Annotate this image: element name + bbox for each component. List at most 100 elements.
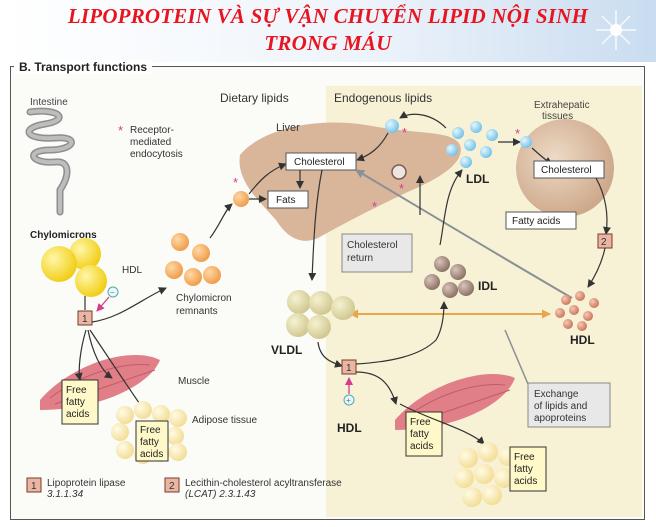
liver-fats-box bbox=[267, 190, 309, 209]
label-ffa-adipose-right-1: Free bbox=[514, 452, 535, 463]
label-intestine: Intestine bbox=[30, 97, 68, 108]
slide-title-line-2: TRONG MÁU bbox=[264, 31, 392, 55]
arrow-cholesterol-return bbox=[355, 169, 573, 299]
arrow-ldl-into-liver bbox=[356, 132, 389, 162]
legend-badge-2-number: 2 bbox=[169, 481, 175, 492]
liver-cholesterol-box bbox=[285, 152, 357, 171]
label-receptor-1: Receptor- bbox=[130, 125, 174, 136]
vldl-particles bbox=[286, 290, 355, 339]
idl-particles bbox=[424, 256, 474, 298]
label-exchange-3: apoproteins bbox=[534, 413, 586, 424]
figure-section-title: B. Transport functions bbox=[14, 60, 153, 74]
label-ldl: LDL bbox=[466, 172, 489, 186]
label-liver-fats: Fats bbox=[276, 195, 295, 206]
label-ffa-right-2: fatty bbox=[410, 429, 429, 440]
enzyme-badge-lpl-right bbox=[341, 359, 357, 375]
hdl-particles bbox=[555, 291, 599, 331]
slide-header: LIPOPROTEIN VÀ SỰ VẬN CHUYỂN LIPID NỘI S… bbox=[0, 0, 656, 62]
fatty-acids-box bbox=[505, 211, 577, 230]
chylomicron-particles bbox=[41, 238, 107, 297]
hdl-minus-symbol bbox=[107, 286, 119, 298]
arrow-cholesterol-to-lcat bbox=[595, 177, 611, 235]
label-muscle: Muscle bbox=[178, 376, 210, 387]
label-fatty-acids: Fatty acids bbox=[512, 216, 560, 227]
exchange-pointer-line bbox=[504, 329, 529, 385]
arrow-to-adipose-right bbox=[399, 403, 485, 445]
ffa-callout-adipose-right bbox=[509, 446, 547, 492]
label-ffa-left-1: Free bbox=[66, 385, 87, 396]
enzyme-badge-lpl-right-number: 1 bbox=[346, 363, 352, 374]
label-chylomicron-remnants-1: Chylomicron bbox=[176, 293, 232, 304]
hdl-plus-symbol bbox=[343, 394, 355, 406]
remnant-particle-liver bbox=[233, 191, 249, 207]
enzyme-badge-lpl-left-number: 1 bbox=[82, 314, 88, 325]
label-ffa-adipose-right-2: fatty bbox=[514, 464, 533, 475]
label-ffa-adipose-left-2: fatty bbox=[140, 437, 159, 448]
label-exchange-1: Exchange bbox=[534, 389, 579, 400]
hdl-plus-sign: + bbox=[346, 396, 351, 405]
asterisk-legend: * bbox=[118, 123, 123, 138]
arrow-lpl-to-ffa-right bbox=[355, 371, 398, 405]
cholesterol-return-callout bbox=[341, 233, 413, 273]
ffa-callout-adipose-left bbox=[135, 420, 169, 462]
hdl-particle-at-liver bbox=[391, 164, 407, 180]
label-liver: Liver bbox=[276, 122, 300, 134]
legend-badge-2 bbox=[164, 477, 180, 493]
ffa-callout-left bbox=[61, 379, 99, 425]
label-cholesterol-return-2: return bbox=[347, 253, 373, 264]
heading-extrahepatic-1: Extrahepatic bbox=[534, 100, 590, 111]
arrow-liver-to-vldl bbox=[308, 169, 323, 281]
label-ffa-right-1: Free bbox=[410, 417, 431, 428]
arrow-idl-to-ldl bbox=[439, 169, 463, 246]
label-ffa-adipose-left-3: acids bbox=[140, 449, 163, 460]
label-cholesterol-return-1: Cholesterol bbox=[347, 240, 398, 251]
enzyme-badge-lpl-left bbox=[77, 310, 93, 326]
asterisk-remnant-uptake: * bbox=[233, 175, 238, 190]
tissue-cholesterol-box bbox=[533, 160, 605, 179]
asterisk-liver-bottom: * bbox=[372, 199, 377, 214]
slide-title-line-1: LIPOPROTEIN VÀ SỰ VẬN CHUYỂN LIPID NỘI S… bbox=[67, 4, 589, 28]
label-chylomicron-remnants-2: remnants bbox=[176, 306, 218, 317]
arrow-lpl-to-ffa-left bbox=[74, 329, 87, 381]
label-idl: IDL bbox=[478, 279, 497, 293]
enzyme-badge-lcat-number: 2 bbox=[601, 237, 607, 248]
label-adipose: Adipose tissue bbox=[192, 415, 257, 426]
arrow-remnants-to-liver bbox=[209, 203, 233, 239]
legend-badge-1 bbox=[26, 477, 42, 493]
arrow-lcat-to-hdl bbox=[587, 247, 606, 288]
label-ffa-adipose-right-3: acids bbox=[514, 476, 537, 487]
exchange-callout bbox=[527, 382, 611, 428]
arrow-ldl-pool-to-liver bbox=[399, 110, 447, 129]
legend-item-1-name: Lipoprotein lipase bbox=[47, 478, 126, 489]
label-vldl: VLDL bbox=[271, 343, 302, 357]
arrow-remnant-to-cholesterol bbox=[248, 162, 287, 195]
label-chylomicrons: Chylomicrons bbox=[30, 230, 97, 241]
arrow-lpl-to-remnants bbox=[91, 287, 167, 323]
legend-item-2-code: (LCAT) 2.3.1.43 bbox=[185, 489, 256, 500]
legend-item-1-code: 3.1.1.34 bbox=[47, 489, 84, 500]
label-tissue-cholesterol: Cholesterol bbox=[541, 165, 592, 176]
label-receptor-2: mediated bbox=[130, 137, 171, 148]
heading-endogenous-lipids: Endogenous lipids bbox=[334, 91, 432, 105]
label-receptor-3: endocytosis bbox=[130, 149, 183, 160]
arrow-lpl-to-muscle bbox=[87, 329, 113, 379]
heading-extrahepatic-2: tissues bbox=[542, 111, 573, 122]
asterisk-ldl-uptake: * bbox=[402, 125, 407, 140]
sparkle-icon bbox=[596, 10, 636, 50]
ldl-particles bbox=[446, 121, 498, 168]
legend-item-2-name: Lecithin-cholesterol acyltransferase bbox=[185, 478, 342, 489]
legend-badge-1-number: 1 bbox=[31, 481, 37, 492]
adipose-icon-right bbox=[454, 442, 518, 507]
label-hdl-right: HDL bbox=[570, 333, 595, 347]
label-ffa-left-3: acids bbox=[66, 409, 89, 420]
label-hdl-top: HDL bbox=[122, 265, 142, 276]
label-exchange-2: of lipids and bbox=[534, 401, 587, 412]
liver-shape bbox=[239, 122, 461, 241]
intestine-icon bbox=[25, 107, 75, 216]
heading-dietary-lipids: Dietary lipids bbox=[220, 91, 289, 105]
label-ffa-adipose-left-1: Free bbox=[140, 425, 161, 436]
ldl-particle-at-liver bbox=[385, 119, 399, 133]
label-liver-cholesterol: Cholesterol bbox=[294, 157, 345, 168]
label-ffa-left-2: fatty bbox=[66, 397, 85, 408]
